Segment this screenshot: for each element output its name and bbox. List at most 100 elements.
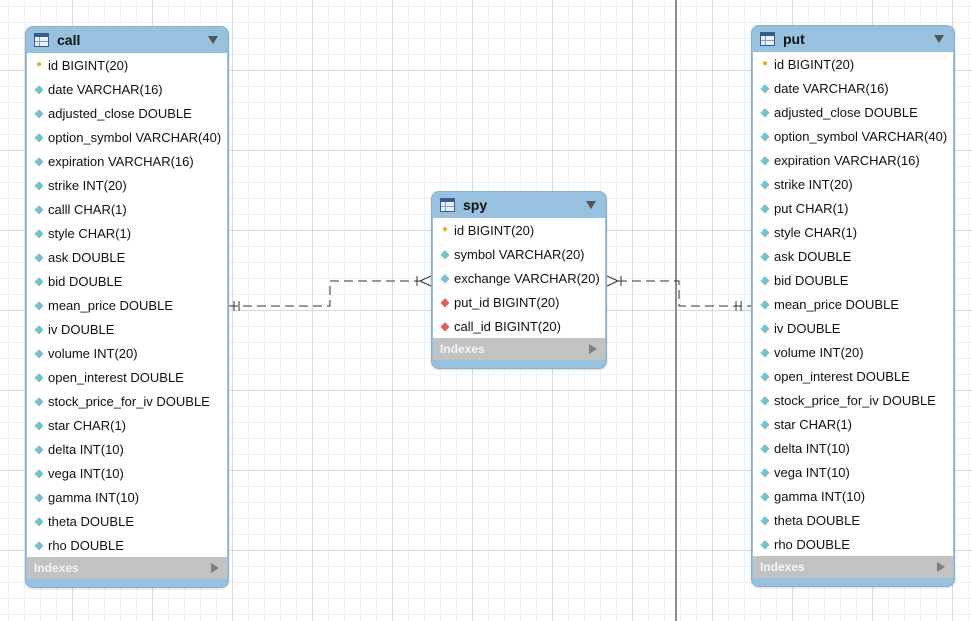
table-call[interactable]: call ●id BIGINT(20)◆date VARCHAR(16)◆adj… [25, 26, 229, 588]
table-column-row[interactable]: ◆strike INT(20) [27, 173, 227, 197]
table-put[interactable]: put ●id BIGINT(20)◆date VARCHAR(16)◆adju… [751, 25, 955, 587]
indexes-bar-call[interactable]: Indexes [27, 557, 227, 579]
relationship-put-spy[interactable] [606, 275, 751, 311]
column-label: call_id BIGINT(20) [454, 318, 561, 334]
table-column-row[interactable]: ◆ask DOUBLE [27, 245, 227, 269]
table-column-row[interactable]: ◆ call_id BIGINT(20) [433, 314, 605, 338]
indexes-label: Indexes [760, 560, 805, 574]
table-column-row[interactable]: ◆open_interest DOUBLE [753, 364, 953, 388]
table-column-row[interactable]: ◆rho DOUBLE [753, 532, 953, 556]
chevron-right-icon[interactable] [589, 344, 597, 354]
table-column-row[interactable]: ◆stock_price_for_iv DOUBLE [753, 388, 953, 412]
column-label: star CHAR(1) [48, 417, 127, 433]
table-column-row[interactable]: ◆vega INT(10) [753, 460, 953, 484]
diamond-icon: ◆ [34, 418, 44, 432]
chevron-down-icon[interactable] [586, 201, 596, 209]
table-column-row[interactable]: ●id BIGINT(20) [433, 218, 605, 242]
column-list-call: ●id BIGINT(20)◆date VARCHAR(16)◆adjusted… [27, 53, 227, 557]
table-column-row[interactable]: ◆symbol VARCHAR(20) [433, 242, 605, 266]
column-label: delta INT(10) [48, 441, 124, 457]
table-column-row[interactable]: ◆theta DOUBLE [753, 508, 953, 532]
table-column-row[interactable]: ◆ delta INT(10) [27, 437, 227, 461]
indexes-bar-put[interactable]: Indexes [753, 556, 953, 578]
table-title-put: put [783, 31, 805, 47]
table-header-spy[interactable]: spy [432, 192, 606, 218]
table-column-row[interactable]: ◆calll CHAR(1) [27, 197, 227, 221]
table-column-row[interactable]: ◆star CHAR(1) [753, 412, 953, 436]
column-label: theta DOUBLE [774, 512, 860, 528]
table-column-row[interactable]: ◆volume INT(20) [27, 341, 227, 365]
diamond-icon: ◆ [760, 321, 770, 335]
diamond-icon: ◆ [34, 346, 44, 360]
diamond-icon: ◆ [34, 130, 44, 144]
table-spy[interactable]: spy ●id BIGINT(20)◆symbol VARCHAR(20)◆ex… [431, 191, 607, 369]
column-label: gamma INT(10) [774, 488, 866, 504]
table-column-row[interactable]: ◆mean_price DOUBLE [753, 292, 953, 316]
column-label: gamma INT(10) [48, 489, 140, 505]
diamond-icon: ◆ [760, 465, 770, 479]
table-column-row[interactable]: ◆put CHAR(1) [753, 196, 953, 220]
table-column-row[interactable]: ◆style CHAR(1) [753, 220, 953, 244]
table-column-row[interactable]: ◆put_id BIGINT(20) [433, 290, 605, 314]
diamond-icon: ◆ [34, 82, 44, 96]
table-column-row[interactable]: ◆expiration VARCHAR(16) [753, 148, 953, 172]
indexes-label: Indexes [34, 561, 79, 575]
diamond-icon: ◆ [34, 106, 44, 120]
table-column-row[interactable]: ◆delta INT(10) [753, 436, 953, 460]
column-list-put: ●id BIGINT(20)◆date VARCHAR(16)◆adjusted… [753, 52, 953, 556]
table-column-row[interactable]: ◆date VARCHAR(16) [27, 77, 227, 101]
table-column-row[interactable]: ◆volume INT(20) [753, 340, 953, 364]
table-column-row[interactable]: ◆ adjusted_close DOUBLE [27, 101, 227, 125]
table-column-row[interactable]: ◆bid DOUBLE [27, 269, 227, 293]
table-header-call[interactable]: call [26, 27, 228, 53]
table-column-row[interactable]: ◆gamma INT(10) [753, 484, 953, 508]
table-column-row[interactable]: ◆date VARCHAR(16) [753, 76, 953, 100]
indexes-bar-spy[interactable]: Indexes [433, 338, 605, 360]
table-column-row[interactable]: ◆option_symbol VARCHAR(40) [27, 125, 227, 149]
table-column-row[interactable]: ◆expiration VARCHAR(16) [27, 149, 227, 173]
column-label: stock_price_for_iv DOUBLE [48, 393, 210, 409]
table-header-put[interactable]: put [752, 26, 954, 52]
table-column-row[interactable]: ◆gamma INT(10) [27, 485, 227, 509]
table-column-row[interactable]: ◆rho DOUBLE [27, 533, 227, 557]
key-icon: ● [35, 59, 43, 70]
diamond-icon: ◆ [760, 297, 770, 311]
foreign-key-diamond-icon: ◆ [440, 319, 450, 333]
diamond-icon: ◆ [760, 345, 770, 359]
column-label: adjusted_close DOUBLE [48, 105, 192, 121]
table-column-row[interactable]: ◆vega INT(10) [27, 461, 227, 485]
table-column-row[interactable]: ● id BIGINT(20) [27, 53, 227, 77]
table-column-row[interactable]: ◆style CHAR(1) [27, 221, 227, 245]
diamond-icon: ◆ [34, 322, 44, 336]
table-column-row[interactable]: ◆exchange VARCHAR(20) [433, 266, 605, 290]
table-column-row[interactable]: ◆stock_price_for_iv DOUBLE [27, 389, 227, 413]
table-column-row[interactable]: ◆open_interest DOUBLE [27, 365, 227, 389]
column-label: id BIGINT(20) [48, 57, 129, 73]
table-column-row[interactable]: ◆mean_price DOUBLE [27, 293, 227, 317]
table-column-row[interactable]: ●id BIGINT(20) [753, 52, 953, 76]
column-label: put_id BIGINT(20) [454, 294, 560, 310]
table-column-row[interactable]: ◆adjusted_close DOUBLE [753, 100, 953, 124]
table-column-row[interactable]: ◆ask DOUBLE [753, 244, 953, 268]
column-label: symbol VARCHAR(20) [454, 246, 585, 262]
table-column-row[interactable]: ◆strike INT(20) [753, 172, 953, 196]
table-column-row[interactable]: ◆iv DOUBLE [27, 317, 227, 341]
diamond-icon: ◆ [34, 274, 44, 288]
chevron-right-icon[interactable] [211, 563, 219, 573]
column-label: theta DOUBLE [48, 513, 134, 529]
chevron-down-icon[interactable] [934, 35, 944, 43]
crowfoot-spy-right-top [606, 275, 619, 282]
diamond-icon: ◆ [760, 201, 770, 215]
diamond-icon: ◆ [760, 369, 770, 383]
table-column-row[interactable]: ◆iv DOUBLE [753, 316, 953, 340]
table-column-row[interactable]: ◆ star CHAR(1) [27, 413, 227, 437]
table-column-row[interactable]: ◆bid DOUBLE [753, 268, 953, 292]
diamond-icon: ◆ [34, 442, 44, 456]
table-column-row[interactable]: ◆option_symbol VARCHAR(40) [753, 124, 953, 148]
chevron-right-icon[interactable] [937, 562, 945, 572]
table-column-row[interactable]: ◆theta DOUBLE [27, 509, 227, 533]
relationship-call-spy[interactable] [229, 275, 432, 311]
column-label: style CHAR(1) [48, 225, 132, 241]
chevron-down-icon[interactable] [208, 36, 218, 44]
